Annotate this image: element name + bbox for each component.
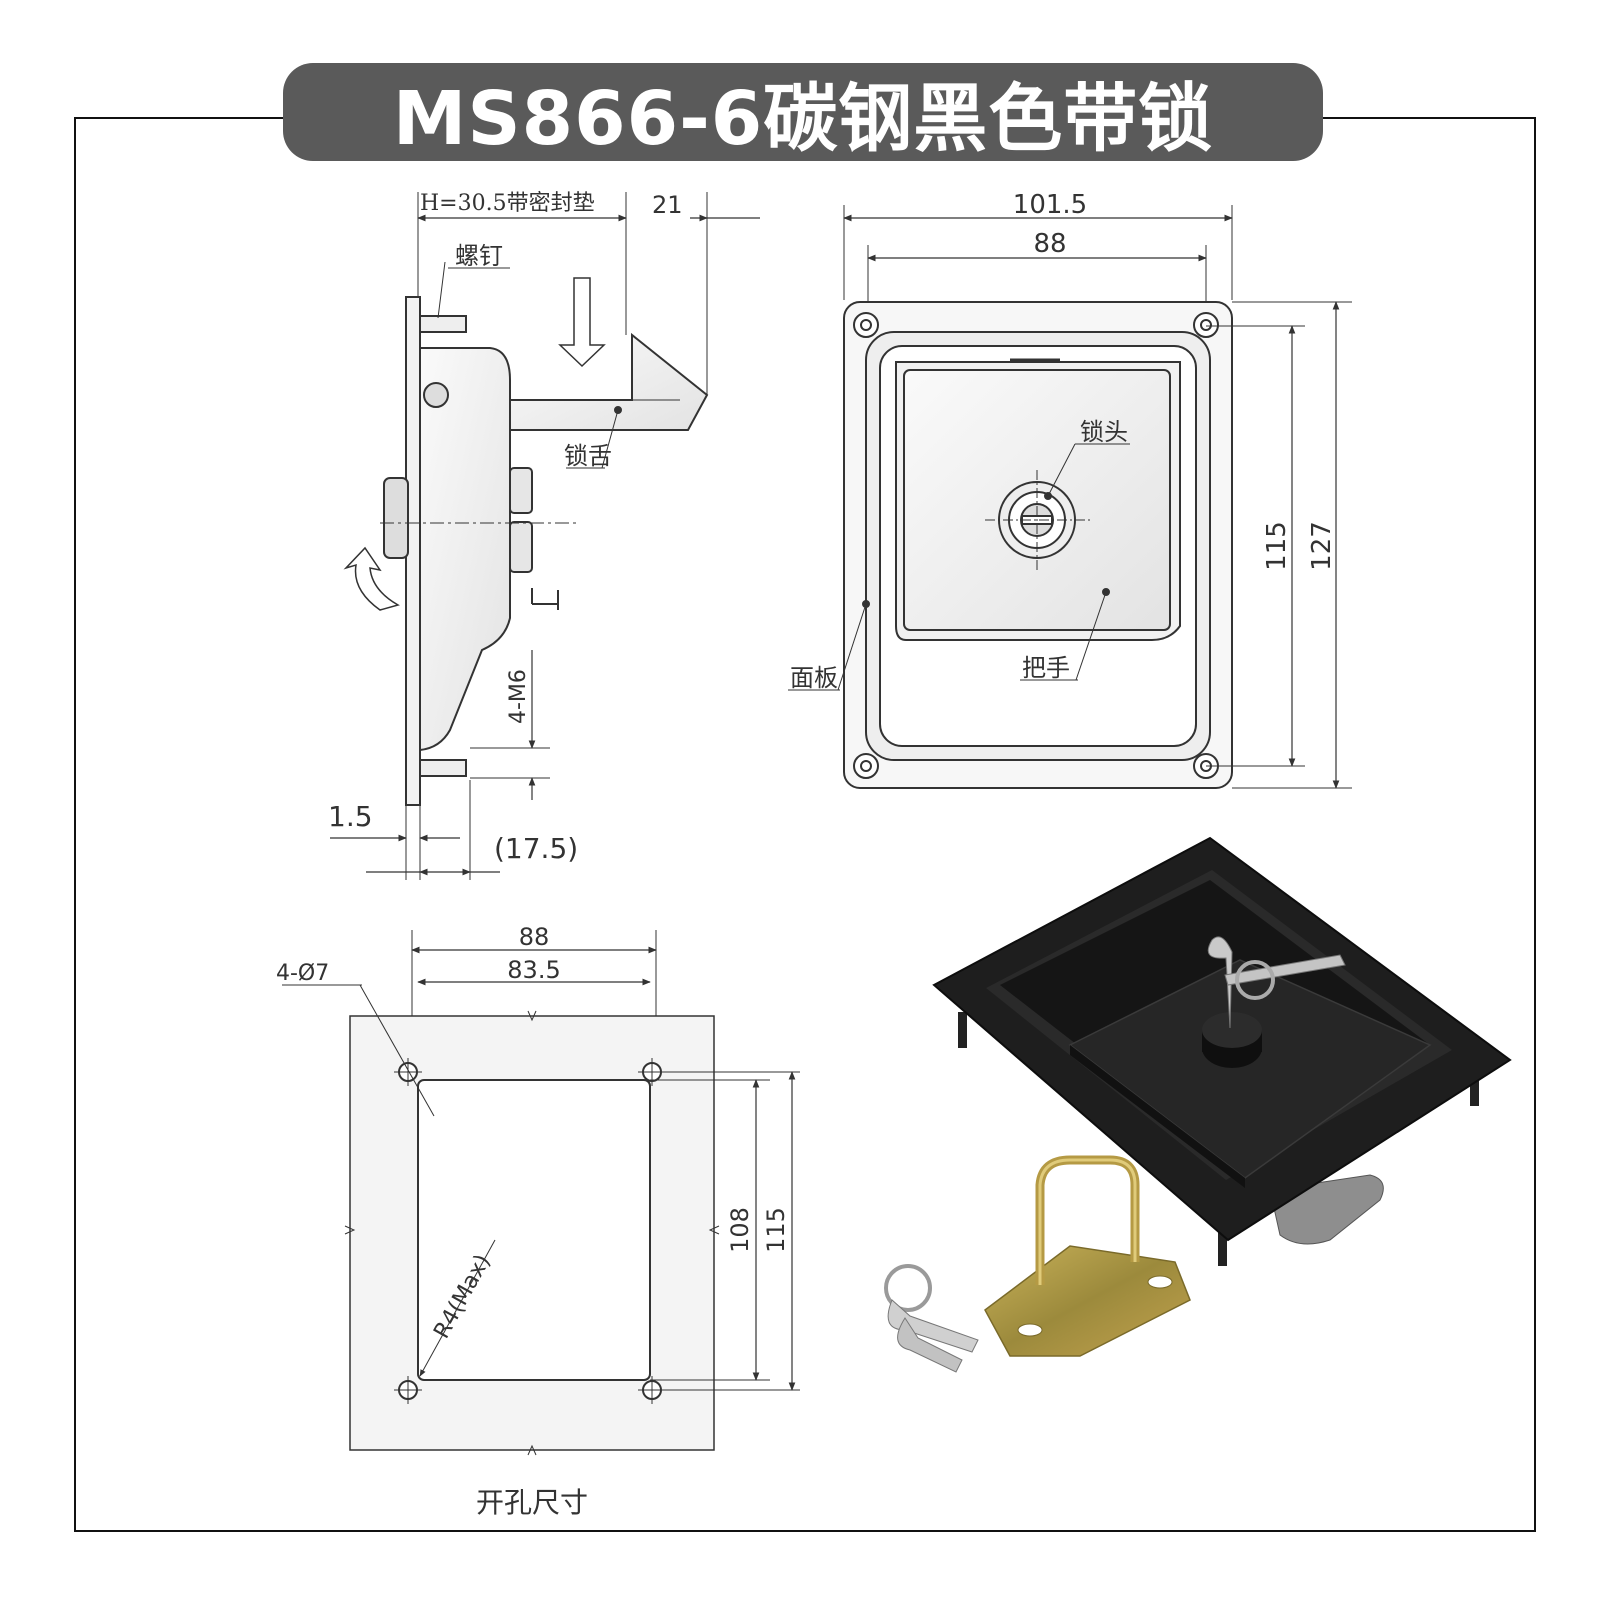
panel-label: 面板 xyxy=(790,664,838,692)
cutout-inner-height-dim: 108 xyxy=(726,1207,754,1253)
front-outer-height-dim: 127 xyxy=(1307,521,1337,571)
cutout-outer-height-dim: 115 xyxy=(762,1207,790,1253)
page-title: MS866-6碳钢黑色带锁 xyxy=(392,75,1214,162)
title-banner: MS866-6碳钢黑色带锁 xyxy=(283,63,1323,162)
lock-head-label: 锁头 xyxy=(1080,418,1128,446)
handle-label: 把手 xyxy=(1022,654,1070,682)
front-outer-width-dim: 101.5 xyxy=(1013,190,1087,220)
side-1-5-dim: 1.5 xyxy=(328,800,373,833)
screw-label: 螺钉 xyxy=(455,242,503,270)
cutout-caption: 开孔尺寸 xyxy=(476,1486,588,1519)
cutout-hole-dim: 4-Ø7 xyxy=(276,961,329,986)
side-view xyxy=(330,192,760,880)
front-view xyxy=(788,205,1352,789)
product-photo xyxy=(932,836,1512,1266)
hook-bracket-photo xyxy=(984,1155,1191,1357)
spare-keys-photo xyxy=(884,1264,979,1373)
cutout-outer-width-dim: 88 xyxy=(519,923,550,951)
cutout-inner-width-dim: 83.5 xyxy=(507,956,560,984)
side-17-5-dim: (17.5) xyxy=(494,832,578,865)
side-21-dim: 21 xyxy=(652,191,683,219)
tongue-label: 锁舌 xyxy=(564,442,612,470)
thread-dim: 4-M6 xyxy=(506,669,531,724)
side-height-dim: H=30.5带密封垫 xyxy=(420,191,595,216)
cutout-view xyxy=(282,930,800,1456)
front-inner-height-dim: 115 xyxy=(1262,521,1292,571)
front-inner-width-dim: 88 xyxy=(1033,229,1066,259)
